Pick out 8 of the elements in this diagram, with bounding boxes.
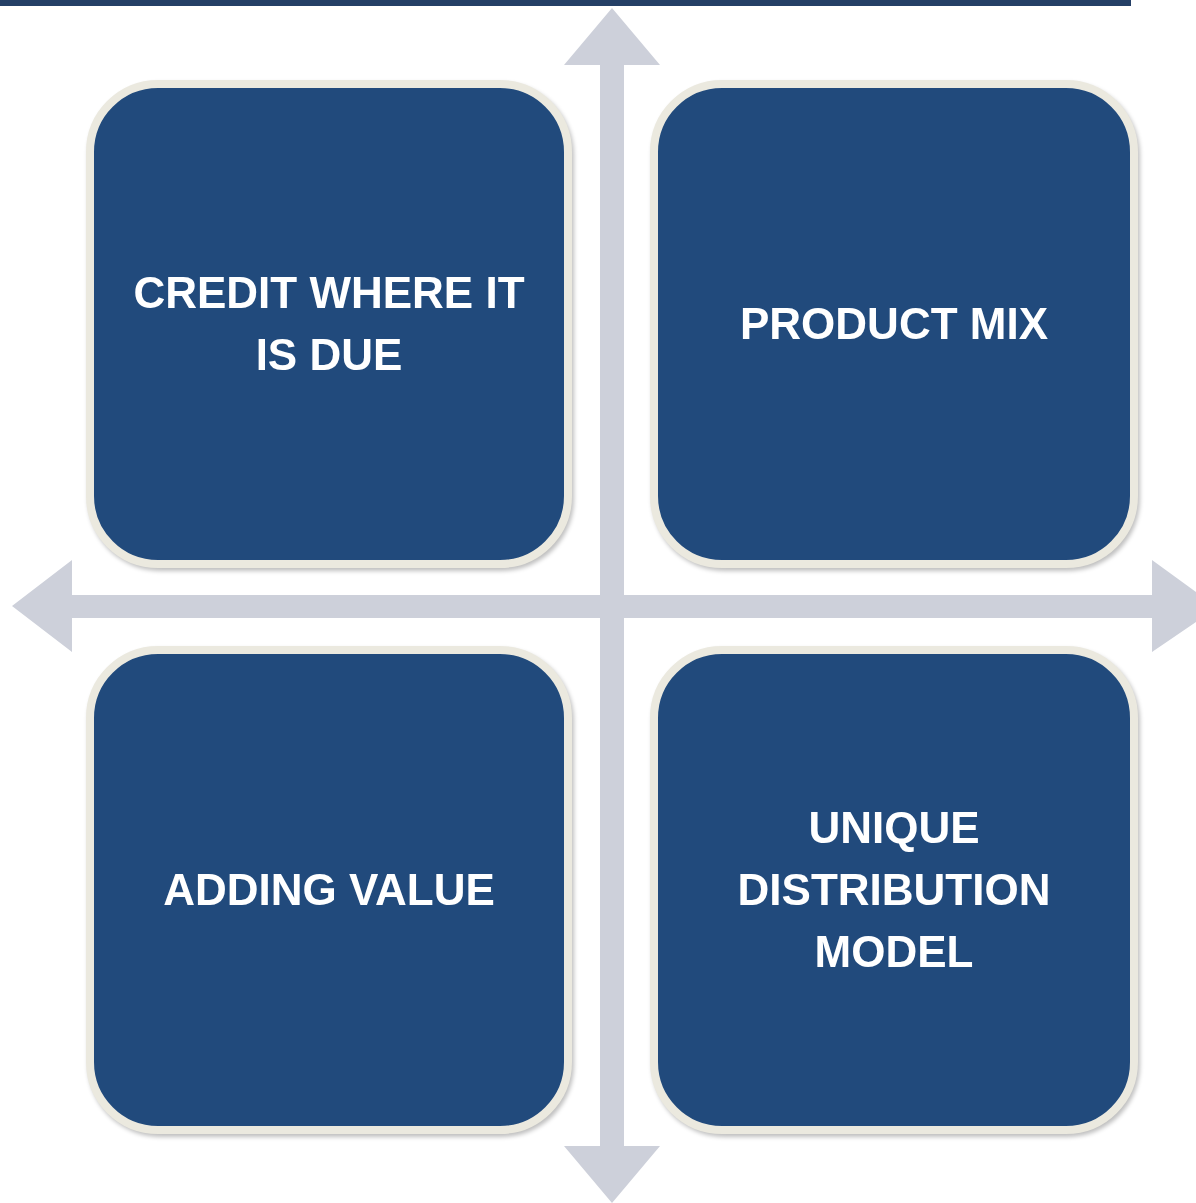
box-label: UNIQUE DISTRIBUTION MODEL	[736, 802, 1052, 978]
box-label: CREDIT WHERE IT IS DUE	[132, 267, 526, 381]
rounded-box	[650, 80, 1138, 568]
rounded-box	[650, 646, 1138, 1134]
rounded-box	[86, 646, 572, 1134]
rounded-box	[86, 80, 572, 568]
box-label: ADDING VALUE	[162, 864, 496, 916]
box-label: PRODUCT MIX	[739, 298, 1049, 350]
